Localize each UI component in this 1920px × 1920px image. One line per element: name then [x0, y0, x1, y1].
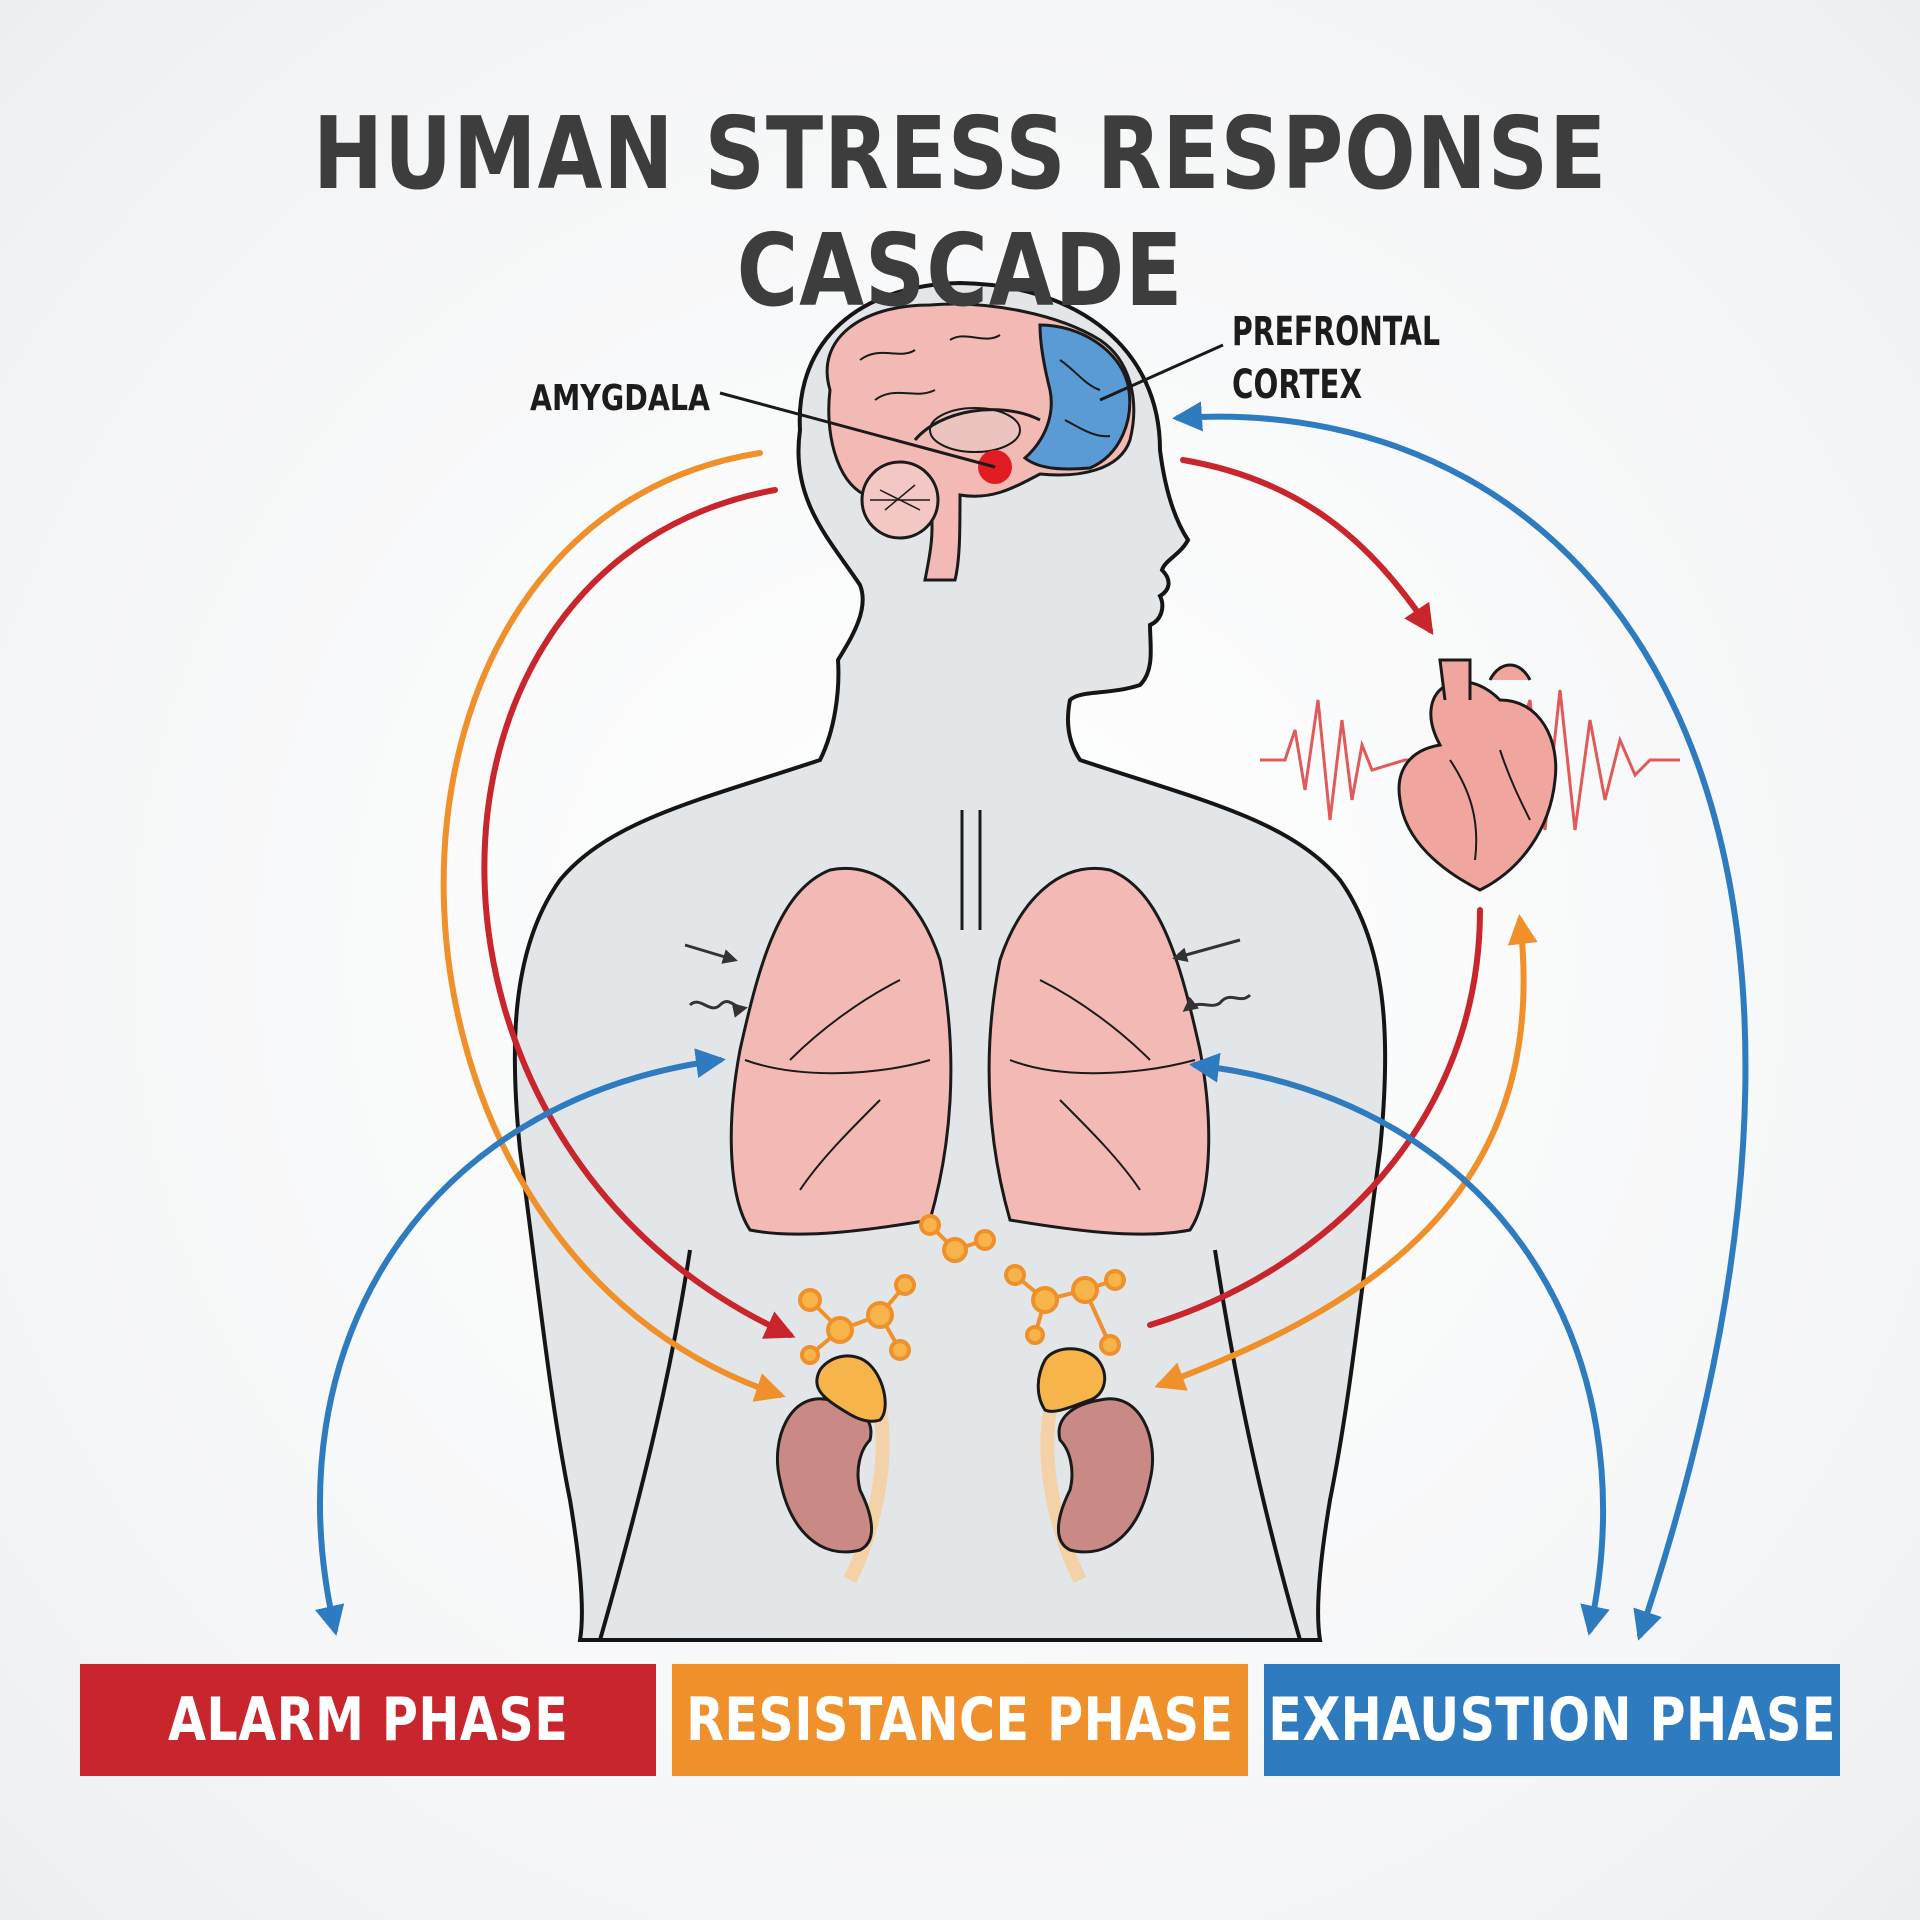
heart-icon: [1397, 658, 1558, 892]
prefrontal-pointer: [1099, 343, 1224, 402]
resistance-phase-label: RESISTANCE PHASE: [686, 1685, 1234, 1755]
alarm-arrow-brain-to-heart: [1180, 457, 1434, 635]
adrenal-gland-icon-right: [1036, 1347, 1107, 1413]
resistance-phase-banner: RESISTANCE PHASE: [672, 1664, 1248, 1776]
page-title: HUMAN STRESS RESPONSE CASCADE: [312, 95, 1608, 329]
exhaustion-phase-banner: EXHAUSTION PHASE: [1264, 1664, 1840, 1776]
kidney-icon-right: [1040, 1397, 1155, 1584]
prefrontal-cortex-region: [1022, 323, 1132, 471]
kidney-icon-left: [775, 1397, 890, 1584]
amygdala-pointer: [719, 391, 996, 469]
lungs-icon: [729, 810, 1211, 1236]
amygdala-label: AMYGDALA: [530, 378, 710, 419]
prefrontal-label-line2: CORTEX: [1232, 362, 1362, 408]
molecule-icon: [798, 1214, 1126, 1365]
exhaustion-arrow-prefrontal-loop: [1172, 401, 1749, 1641]
alarm-phase-banner: ALARM PHASE: [80, 1664, 656, 1776]
prefrontal-label-line1: PREFRONTAL: [1232, 309, 1440, 355]
exhaustion-arrow-lung-to-alarm: [314, 1048, 726, 1636]
exhaustion-phase-label: EXHAUSTION PHASE: [1268, 1685, 1836, 1755]
adrenal-gland-icon-left: [815, 1354, 887, 1423]
brain-icon: [825, 302, 1136, 582]
alarm-phase-label: ALARM PHASE: [167, 1685, 569, 1755]
